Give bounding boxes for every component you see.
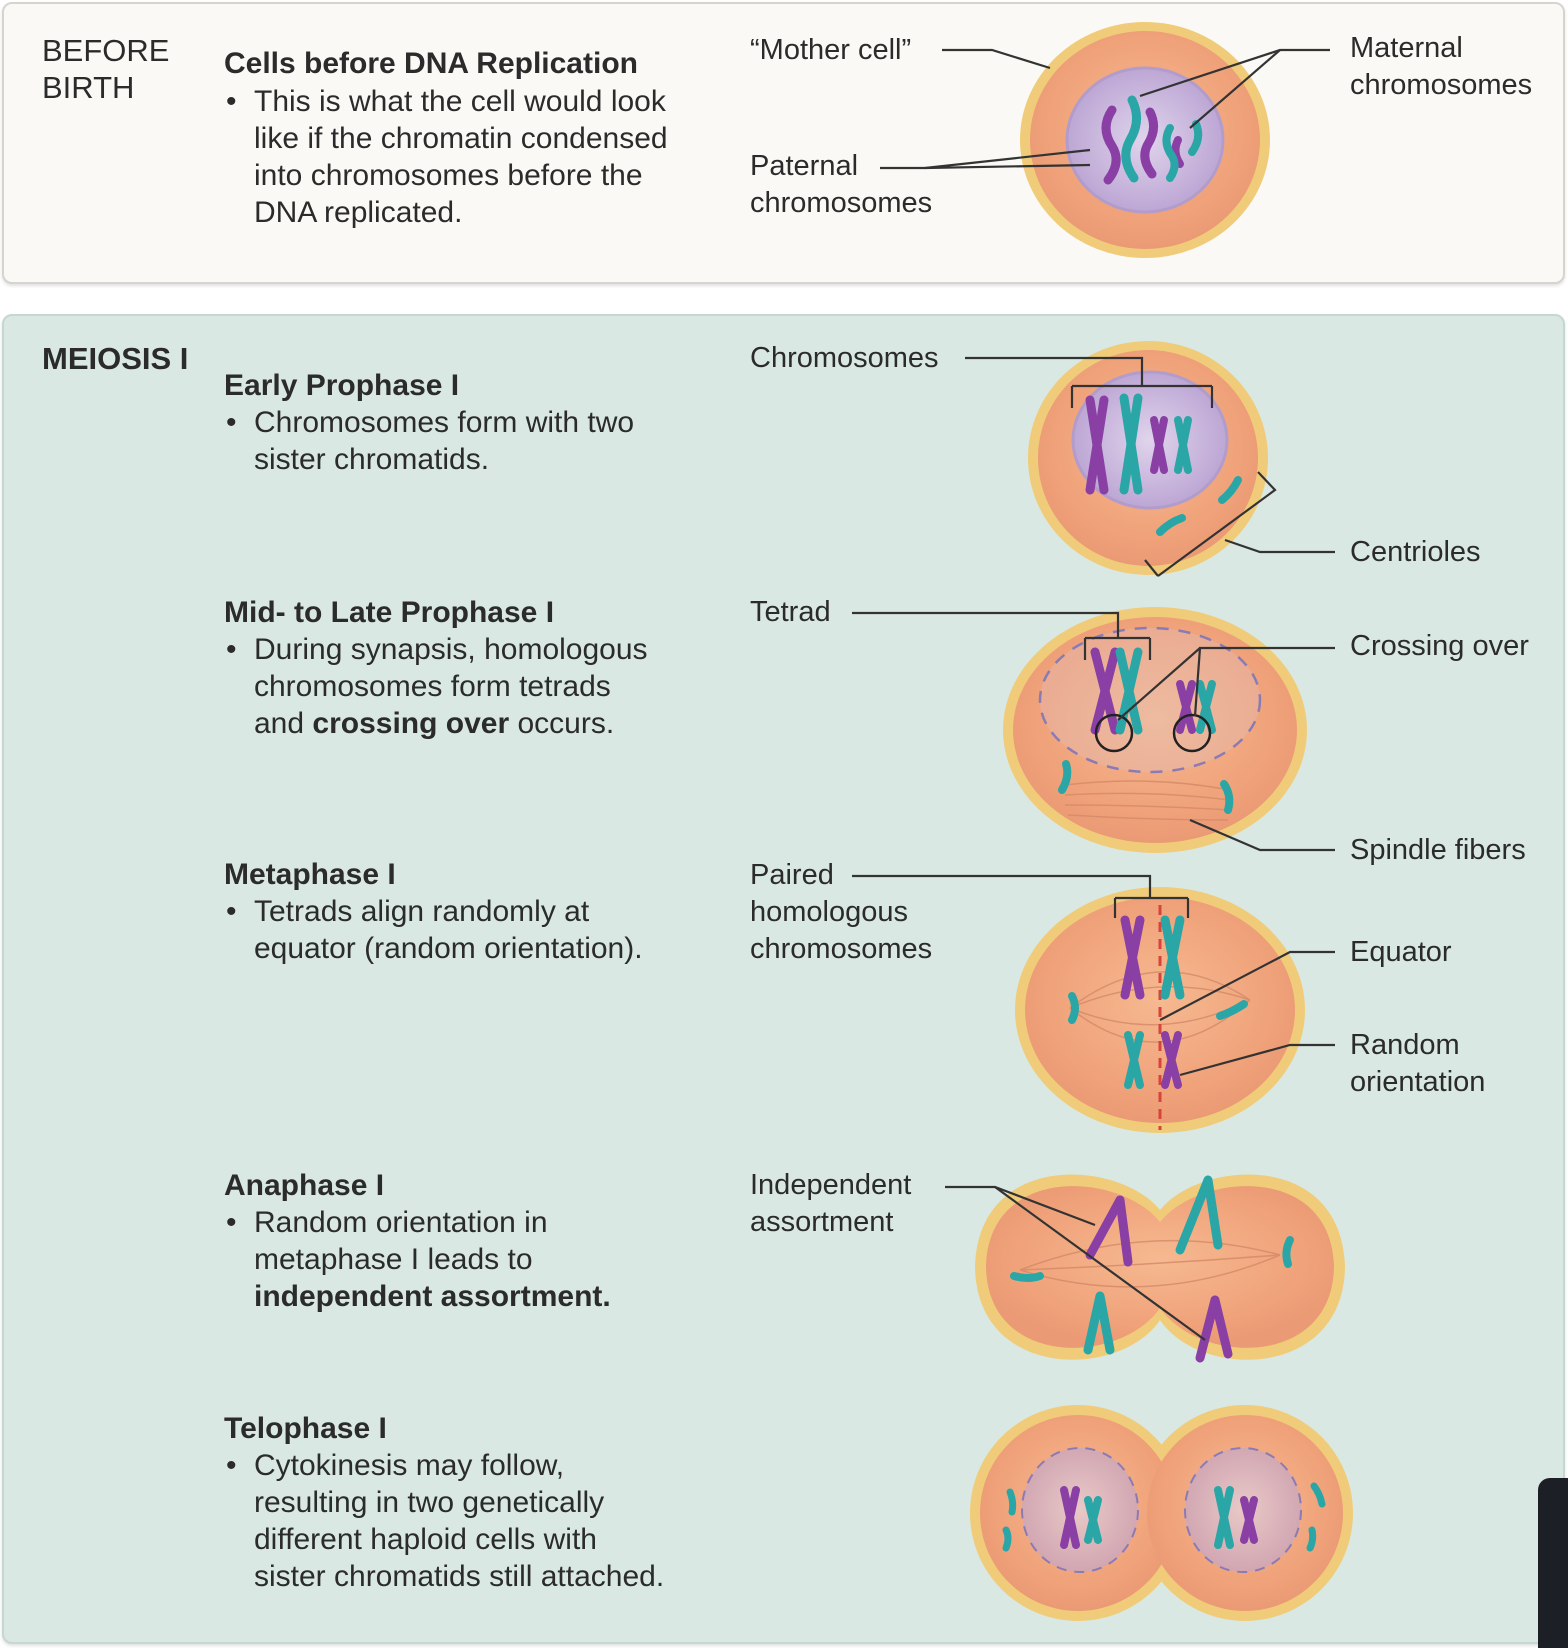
stage-title-anaphase: Anaphase I [224,1169,385,1202]
early-centrioles [1156,476,1242,536]
telophase-line-2: resulting in two genetically [254,1486,605,1519]
side-scroll-tab[interactable] [1538,1478,1568,1648]
stage-title-mid-prophase: Mid- to Late Prophase I [224,596,555,629]
early-prophase-leaders [965,356,1335,577]
label-paired-1: Paired [750,859,834,891]
telophase-line-3: different haploid cells with [254,1523,597,1556]
label-tetrad: Tetrad [750,596,831,628]
anaphase-centriole-right [1282,1236,1294,1268]
early-prophase-cell [1028,341,1268,575]
telophase-centriole-right [1306,1482,1326,1552]
telophase-line-1: Cytokinesis may follow, [254,1449,565,1482]
metaphase-line-2: equator (random orientation). [254,932,643,965]
metaphase-cell [1015,887,1305,1133]
label-paternal-1: Paternal [750,150,859,182]
label-maternal-1: Maternal [1350,32,1463,64]
anaphase-line-1: Random orientation in [254,1206,548,1239]
label-spindle-fibers: Spindle fibers [1350,834,1526,866]
before-line-2: like if the chromatin condensed [254,122,668,155]
label-mother-cell: “Mother cell” [750,34,912,66]
metaphase-tetrads [1120,915,1185,1089]
telophase-chromosomes [1060,1486,1258,1549]
telophase-line-4: sister chromatids still attached. [254,1560,665,1593]
section-before-birth: BEFORE BIRTH [42,33,170,105]
paternal-chromosomes [1101,105,1184,185]
mid-spindle-fibers [1064,780,1231,821]
mid-line-1: During synapsis, homologous [254,633,648,666]
label-crossing-over: Crossing over [1350,630,1529,662]
anaphase-chromosomes [1083,1175,1233,1363]
metaphase-centriole-right [1216,1000,1248,1020]
early-line-1: Chromosomes form with two [254,406,635,439]
metaphase-line-1: Tetrads align randomly at [254,895,590,928]
anaphase-line-3-bold: independent assortment. [254,1280,611,1313]
mid-line-3-pre: and [254,707,313,740]
mother-cell-leaders [880,48,1330,170]
anaphase-line-2: metaphase I leads to [254,1243,533,1276]
stage-title-before: Cells before DNA Replication [224,47,638,80]
meiosis-panel [2,314,1565,1644]
mid-centriole-left [1058,760,1072,794]
label-random-2: orientation [1350,1066,1486,1098]
stage-title-early-prophase: Early Prophase I [224,369,460,402]
metaphase-leaders [852,874,1335,1077]
label-chromosomes: Chromosomes [750,342,939,374]
label-maternal-2: chromosomes [1350,69,1533,101]
early-prophase-chromosomes [1085,393,1192,495]
before-line-3: into chromosomes before the [254,159,643,192]
label-paired-3: chromosomes [750,933,933,965]
telophase-centriole-left [1002,1488,1017,1552]
mid-prophase-leaders [852,611,1335,852]
label-paternal-2: chromosomes [750,187,933,219]
crossing-over-circle-1 [1094,713,1134,753]
stage-title-telophase: Telophase I [224,1412,387,1445]
metaphase-centriole-left [1068,992,1079,1024]
mid-line-3-post: occurs. [509,707,615,740]
mother-cell [1020,22,1270,258]
label-centrioles: Centrioles [1350,536,1481,568]
anaphase-spindle-fibers [1019,1239,1281,1288]
anaphase-leaders [945,1185,1206,1341]
maternal-chromosomes [1121,95,1203,183]
before-line-4: DNA replicated. [254,196,463,229]
section-meiosis-i: MEIOSIS I [42,341,189,376]
mid-centriole-right [1220,780,1234,814]
anaphase-cell [975,1174,1345,1363]
label-independent-1: Independent [750,1169,912,1201]
mid-line-3-bold: crossing over [312,707,510,740]
mid-line-3: and crossing over occurs. [254,705,648,742]
anaphase-centriole-left [1010,1272,1044,1282]
before-line-1: This is what the cell would look [254,85,666,118]
label-independent-2: assortment [750,1206,894,1238]
label-paired-2: homologous [750,896,908,928]
mid-prophase-cell [1003,607,1307,853]
early-line-2: sister chromatids. [254,443,490,476]
mid-line-2: chromosomes form tetrads [254,670,611,703]
crossing-over-circle-2 [1172,713,1212,753]
stage-title-metaphase: Metaphase I [224,858,396,891]
label-equator: Equator [1350,936,1452,968]
label-random-1: Random [1350,1029,1460,1061]
telophase-cells [970,1405,1353,1621]
